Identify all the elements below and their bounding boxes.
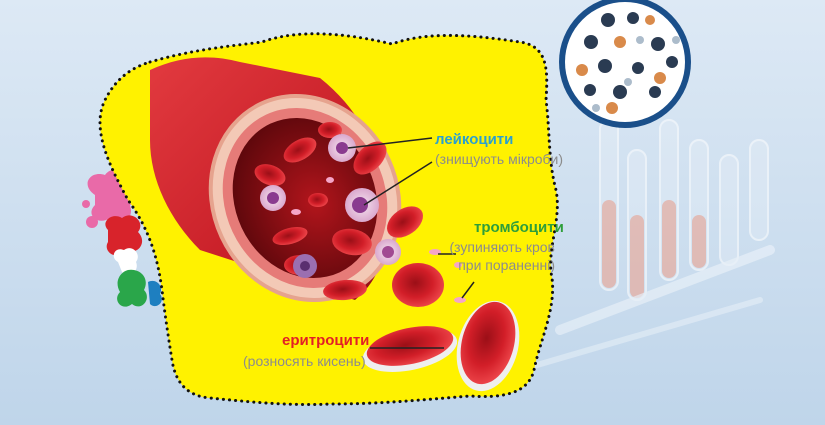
test-tubes-icon xyxy=(517,119,775,373)
cells-inside-vessel xyxy=(254,122,401,278)
erythrocytes-description: (розносять кисень) xyxy=(243,353,366,369)
magnified-blood-cells-icon xyxy=(559,0,691,128)
leader-lines xyxy=(347,137,475,349)
leukocytes-label: лейкоцити xyxy=(435,131,514,148)
leukocytes-description: (знищують мікроби) xyxy=(435,151,564,167)
thrombocytes-description-line2: при пораненні) xyxy=(458,257,555,273)
cells-outside-vessel xyxy=(323,206,520,392)
thrombocytes-label: тромбоцити xyxy=(474,219,564,236)
erythrocytes-label: еритроцити xyxy=(282,332,370,349)
thrombocytes-description-line1: (зупиняють кров xyxy=(449,239,555,255)
